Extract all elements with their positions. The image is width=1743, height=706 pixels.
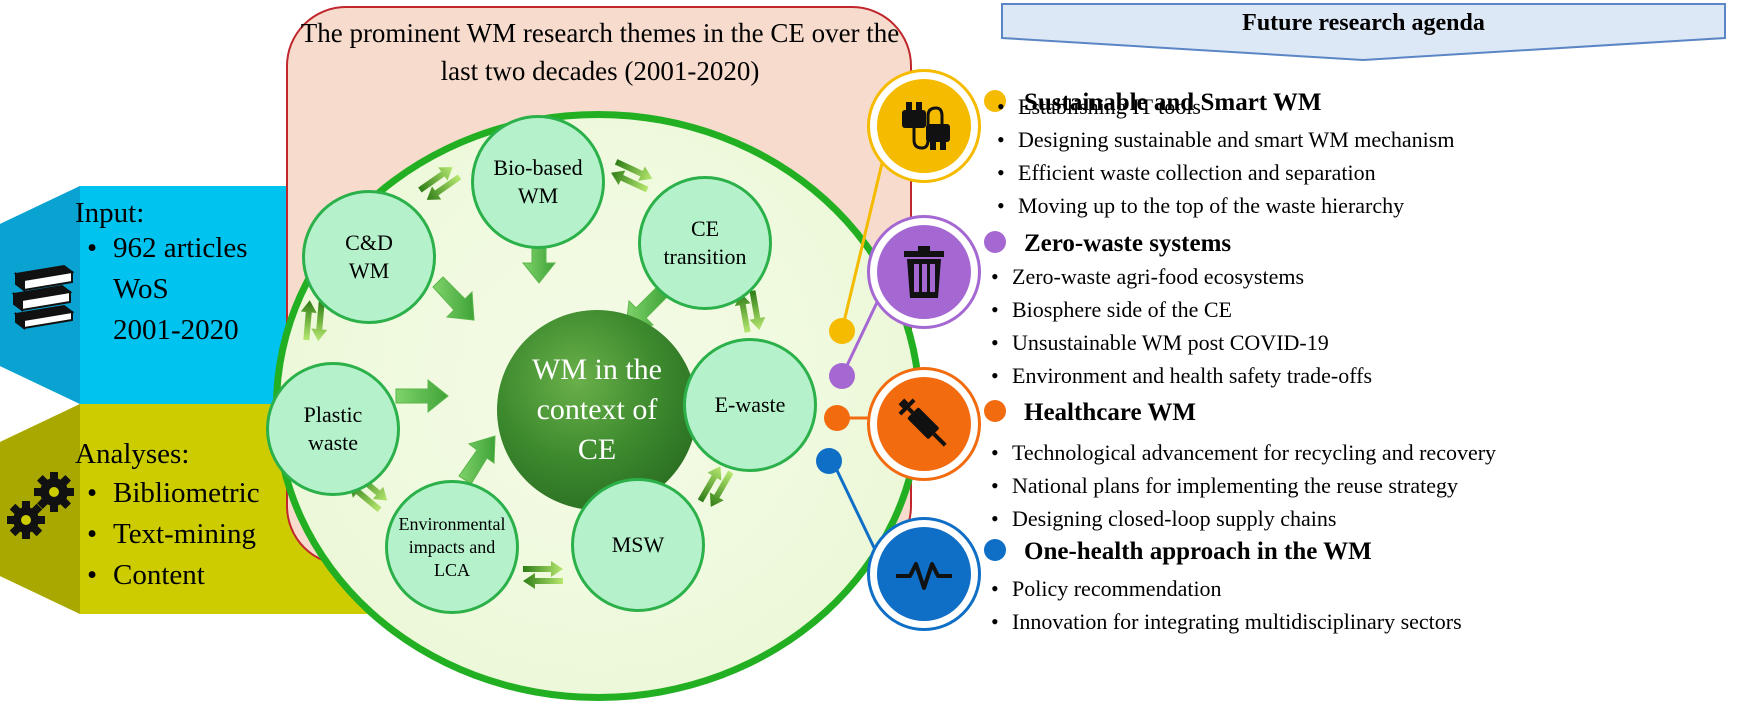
section-icon-circle bbox=[870, 520, 978, 628]
trash-icon bbox=[904, 246, 944, 298]
section-heading: One-health approach in the WM bbox=[984, 537, 1372, 567]
node-msw: MSW bbox=[571, 478, 705, 612]
node-label: MSW bbox=[611, 532, 665, 557]
bi-arrow-ewaste-msw bbox=[697, 466, 734, 507]
list-item: Environment and health safety trade-offs bbox=[987, 359, 1372, 392]
bi-arrow-msw-env bbox=[523, 561, 563, 589]
list-item: Establishing IT tools bbox=[993, 90, 1454, 123]
arrow-cd-to-center bbox=[432, 276, 475, 321]
node-biobased-wm: Bio-based WM bbox=[471, 115, 605, 249]
list-item: Innovation for integrating multidiscipli… bbox=[987, 605, 1462, 638]
analyses-item: Bibliometric bbox=[85, 473, 260, 514]
section-1-list: Establishing IT tools Designing sustaina… bbox=[993, 90, 1454, 222]
input-list: 962 articles WoS 2001-2020 bbox=[85, 228, 247, 351]
analyses-item: Content bbox=[85, 555, 260, 596]
heading-text: Healthcare WM bbox=[1024, 399, 1196, 426]
heading-dot bbox=[984, 539, 1006, 561]
heartbeat-icon bbox=[896, 562, 952, 590]
syringe-icon bbox=[898, 398, 947, 447]
section-3-list: Technological advancement for recycling … bbox=[987, 436, 1496, 535]
connector-dot bbox=[816, 448, 842, 474]
node-label: Plastic waste bbox=[303, 402, 363, 455]
node-e-waste: E-waste bbox=[683, 338, 817, 472]
connector-dot bbox=[829, 363, 855, 389]
heading-dot bbox=[984, 231, 1006, 253]
node-label: C&D WM bbox=[345, 230, 393, 283]
section-heading: Healthcare WM bbox=[984, 398, 1196, 428]
list-item: Biosphere side of the CE bbox=[987, 293, 1372, 326]
bi-arrow-ce-ewaste bbox=[734, 290, 766, 333]
input-item: WoS bbox=[113, 273, 169, 305]
section-icon-circle bbox=[870, 370, 978, 478]
list-item: Technological advancement for recycling … bbox=[987, 436, 1496, 469]
node-cd-wm: C&D WM bbox=[302, 190, 436, 324]
connector-dot bbox=[824, 405, 850, 431]
arrow-plastic-to-center bbox=[395, 378, 449, 414]
list-item: Moving up to the top of the waste hierar… bbox=[993, 189, 1454, 222]
node-plastic-waste: Plastic waste bbox=[266, 362, 400, 496]
node-label: Bio-based WM bbox=[493, 155, 583, 208]
section-icon-circle bbox=[870, 72, 978, 180]
heading-text: Zero-waste systems bbox=[1024, 230, 1232, 257]
gears-icon bbox=[7, 472, 74, 539]
themes-title: The prominent WM research themes in the … bbox=[300, 18, 900, 86]
bi-arrow-bio-ce bbox=[611, 159, 653, 193]
section-4-list: Policy recommendation Innovation for int… bbox=[987, 572, 1462, 638]
agenda-title: Future research agenda bbox=[1242, 10, 1485, 36]
cable-icon bbox=[902, 102, 950, 150]
agenda-banner bbox=[1001, 3, 1726, 62]
list-item: Efficient waste collection and separatio… bbox=[993, 156, 1454, 189]
node-label: CE transition bbox=[663, 216, 747, 269]
arrow-env-to-center bbox=[458, 435, 496, 485]
analyses-list: Bibliometric Text-mining Content bbox=[85, 473, 260, 596]
books-icon bbox=[11, 264, 75, 330]
list-item: National plans for implementing the reus… bbox=[987, 469, 1496, 502]
bi-arrow-plastic-cd bbox=[300, 300, 328, 342]
list-item: Designing sustainable and smart WM mecha… bbox=[993, 123, 1454, 156]
input-item: 2001-2020 bbox=[113, 314, 239, 346]
input-item: 962 articles bbox=[85, 228, 247, 269]
node-ce-transition: CE transition bbox=[638, 176, 772, 310]
analyses-title: Analyses: bbox=[75, 438, 190, 470]
input-title: Input: bbox=[75, 197, 145, 229]
list-item: Designing closed-loop supply chains bbox=[987, 502, 1496, 535]
node-environmental-impacts: Environmental impacts and LCA bbox=[385, 480, 519, 614]
node-label: Environmental impacts and LCA bbox=[398, 513, 506, 580]
bi-arrow-cd-bio bbox=[418, 167, 462, 200]
center-label: WM in the context of CE bbox=[532, 353, 662, 466]
heading-text: One-health approach in the WM bbox=[1024, 538, 1372, 565]
section-icon-circle bbox=[870, 218, 978, 326]
heading-dot bbox=[984, 400, 1006, 422]
section-heading: Zero-waste systems bbox=[984, 229, 1231, 259]
list-item: Policy recommendation bbox=[987, 572, 1462, 605]
theme-arrows bbox=[300, 159, 766, 589]
connector-dot bbox=[829, 318, 855, 344]
section-2-list: Zero-waste agri-food ecosystems Biospher… bbox=[987, 260, 1372, 392]
analyses-item: Text-mining bbox=[85, 514, 260, 555]
center-circle: WM in the context of CE bbox=[497, 310, 697, 510]
list-item: Zero-waste agri-food ecosystems bbox=[987, 260, 1372, 293]
list-item: Unsustainable WM post COVID-19 bbox=[987, 326, 1372, 359]
node-label: E-waste bbox=[714, 392, 786, 417]
